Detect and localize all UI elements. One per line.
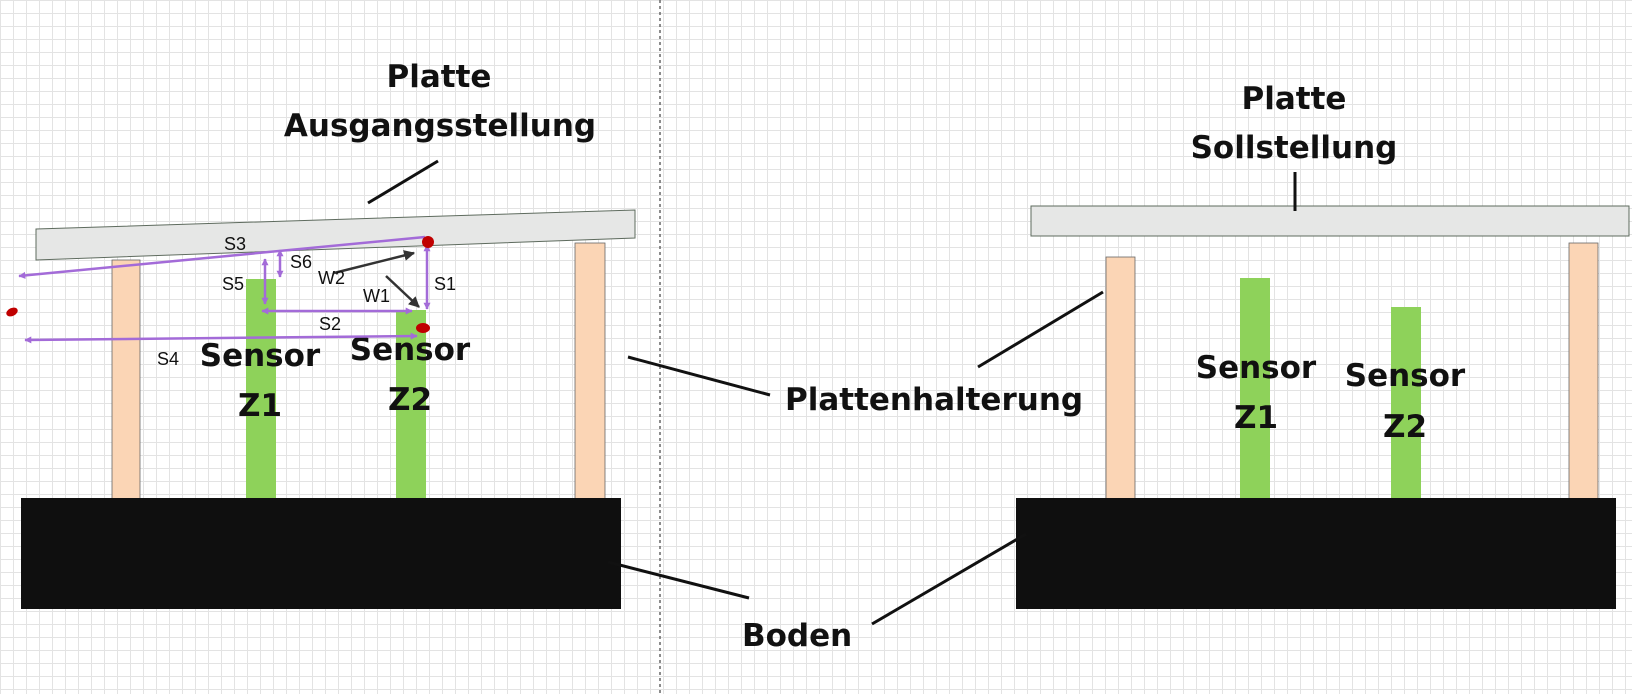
marker-dot-sensor	[416, 323, 430, 333]
measure-arrow-s4	[24, 332, 418, 344]
vector-arrow-w1	[385, 275, 420, 308]
holder-leader-left	[627, 355, 771, 397]
left-plate-title-line1: Platte	[387, 59, 492, 95]
right-sensor-z1	[1240, 278, 1270, 501]
holder-label: Plattenhalterung	[785, 382, 1083, 418]
left-panel: Platte Ausgangsstellung Sensor Z1 Sensor…	[6, 59, 636, 609]
measure-label-s2: S2	[319, 314, 341, 334]
left-sensor-z1-label-line1: Sensor	[200, 338, 321, 374]
right-plate	[1030, 205, 1630, 237]
left-plate-leader	[367, 159, 439, 205]
left-plate-title-line2: Ausgangsstellung	[284, 108, 596, 144]
holder-leader-right	[977, 290, 1104, 369]
measure-label-s1: S1	[434, 274, 456, 294]
measure-label-s5: S5	[222, 274, 244, 294]
left-floor	[21, 498, 621, 609]
measure-arrow-s3	[18, 235, 426, 279]
right-sensor-z2-label-line1: Sensor	[1345, 358, 1466, 394]
left-sensor-z1-label-line2: Z1	[238, 388, 282, 424]
marker-dot-outside	[6, 307, 18, 317]
left-holder-left	[111, 259, 141, 502]
right-sensor-z2-label-line2: Z2	[1383, 409, 1427, 445]
left-plate	[35, 209, 636, 261]
right-plate-title-line1: Platte	[1242, 81, 1347, 117]
right-sensor-z1-label-line1: Sensor	[1196, 350, 1317, 386]
measure-label-w2: W2	[318, 268, 345, 288]
floor-leader-right	[871, 532, 1027, 626]
measure-label-s3: S3	[224, 234, 246, 254]
right-plate-title-line2: Sollstellung	[1191, 130, 1398, 166]
right-sensor-z1-label-line2: Z1	[1234, 400, 1278, 436]
marker-dot-top	[422, 236, 434, 248]
measure-label-s4: S4	[157, 349, 179, 369]
floor-leader-left	[607, 560, 750, 600]
right-holder-right	[1568, 242, 1599, 502]
right-panel: Platte Sollstellung Sensor Z1 Sensor Z2	[1016, 81, 1630, 609]
measure-label-w1: W1	[363, 286, 390, 306]
left-sensor-z1	[246, 279, 276, 501]
right-sensor-z2	[1391, 307, 1421, 501]
right-holder-left	[1105, 256, 1136, 502]
floor-label: Boden	[742, 618, 852, 654]
left-sensor-z2-label-line2: Z2	[388, 382, 432, 418]
measure-label-s6: S6	[290, 252, 312, 272]
vector-arrow-w2	[333, 250, 416, 275]
left-holder-right	[574, 242, 606, 502]
right-floor	[1016, 498, 1616, 609]
shared-labels: Plattenhalterung Boden	[607, 290, 1104, 654]
